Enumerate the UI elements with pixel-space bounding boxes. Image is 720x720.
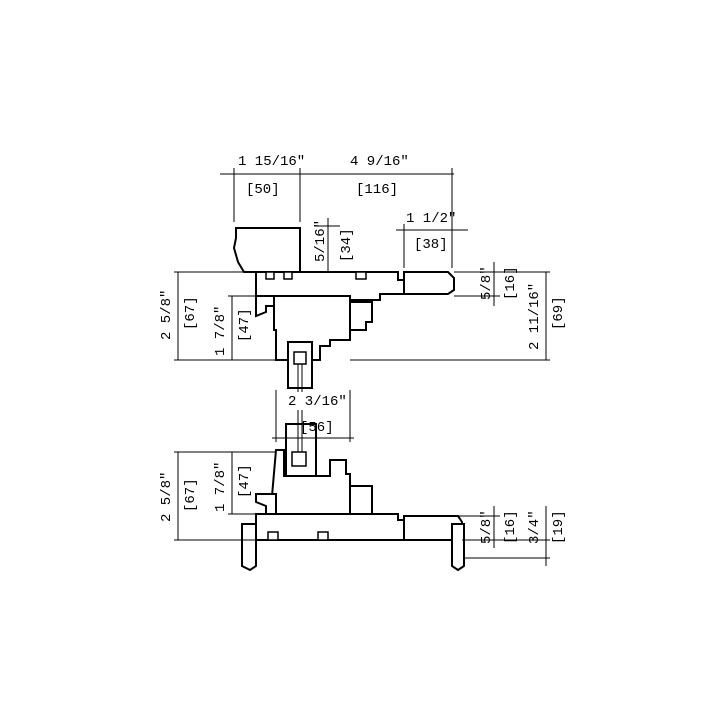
label-upper-step-mm: [34] [339, 228, 355, 262]
upper-right-step [349, 301, 373, 331]
lower-left-profile [255, 493, 277, 515]
upper-assembly [232, 227, 455, 392]
label-top-width-left-in: 1 15/16" [238, 154, 305, 170]
lower-right-step [349, 485, 373, 515]
label-right-ext-in: 1 1/2" [406, 211, 456, 227]
upper-cap-block [232, 227, 301, 273]
dimension-lines [174, 168, 550, 566]
upper-bead-inner [293, 351, 307, 365]
label-lower-left-height-mm: [67] [183, 478, 199, 512]
lower-assembly [241, 410, 465, 572]
label-lower-left-height-in: 2 5/8" [159, 472, 175, 522]
upper-glass-lines [297, 364, 303, 392]
label-lower-thk-in: 5/8" [479, 510, 495, 544]
dimension-labels: 1 15/16" [50] 4 9/16" [116] 1 1/2" [38] … [159, 154, 567, 544]
label-center-width-in: 2 3/16" [288, 394, 347, 410]
label-upper-inner-height-in: 1 7/8" [213, 306, 229, 356]
upper-right-extension [403, 271, 455, 295]
label-upper-thk-mm: [16] [503, 266, 519, 300]
lower-bead-inner [291, 451, 307, 467]
label-upper-left-height-in: 2 5/8" [159, 290, 175, 340]
upper-bead-slot [287, 341, 313, 389]
label-upper-inner-height-mm: [47] [237, 308, 253, 342]
upper-notch-3 [355, 271, 367, 280]
label-upper-total-mm: [69] [551, 296, 567, 330]
lower-glass-lines [297, 410, 303, 452]
lower-notch-1 [267, 531, 279, 541]
label-upper-thk-in: 5/8" [479, 266, 495, 300]
label-center-width-mm: [56] [300, 420, 334, 436]
label-right-ext-mm: [38] [414, 237, 448, 253]
label-upper-left-height-mm: [67] [183, 296, 199, 330]
label-lower-total-mm: [19] [551, 510, 567, 544]
upper-notch-1 [265, 271, 275, 280]
label-lower-thk-mm: [16] [503, 510, 519, 544]
upper-notch-2 [283, 271, 293, 280]
label-top-width-left-mm: [50] [246, 182, 280, 198]
label-top-width-right-in: 4 9/16" [350, 154, 409, 170]
label-upper-total-in: 2 11/16" [527, 283, 543, 350]
lower-left-leg [241, 523, 257, 572]
label-lower-total-in: 3/4" [527, 510, 543, 544]
lower-right-leg [451, 523, 465, 572]
upper-left-profile [255, 295, 275, 318]
lower-notch-2 [317, 531, 329, 541]
label-top-width-right-mm: [116] [356, 182, 398, 198]
label-lower-inner-height-in: 1 7/8" [213, 462, 229, 512]
label-lower-inner-height-mm: [47] [237, 464, 253, 498]
label-upper-step-in: 5/16" [313, 220, 329, 262]
